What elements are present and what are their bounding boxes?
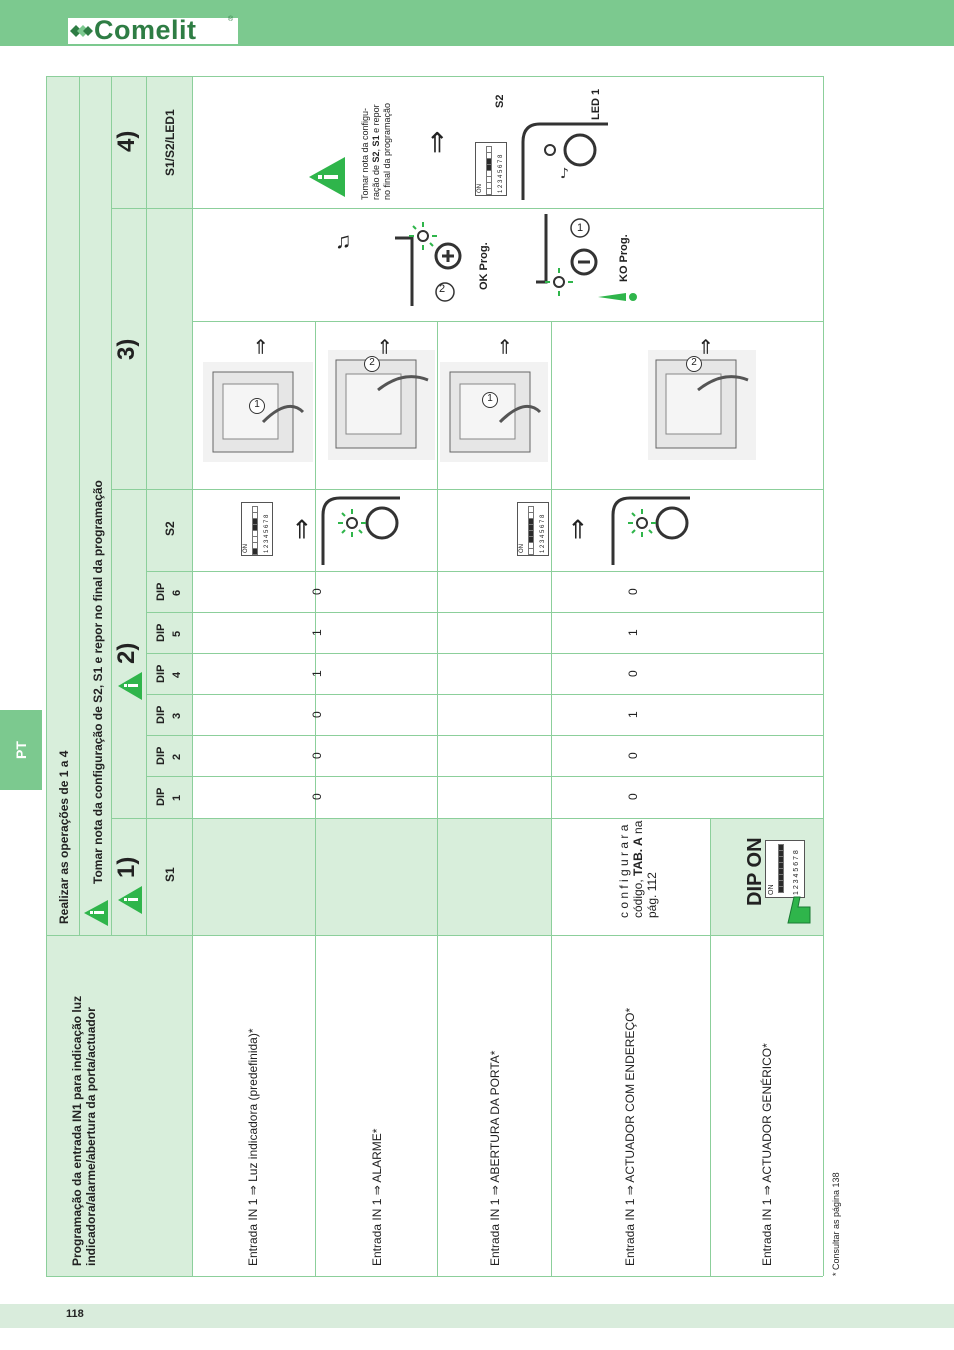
dip1-value-a: 0	[310, 793, 324, 800]
dip1-value-b: 0	[626, 793, 640, 800]
music-note-icon: ♫	[335, 228, 352, 253]
col-header-dip4: DIP	[155, 664, 167, 683]
press-button-1-photo: 1	[440, 362, 548, 462]
dip5-value-a: 1	[310, 629, 324, 636]
footnote: * Consultar as página 138	[831, 1172, 841, 1276]
dip5-value-b: 1	[626, 629, 640, 636]
dip6-value-b: 0	[626, 588, 640, 595]
col-header-dip2: DIP	[155, 746, 167, 765]
dip-on-label: DIP ON	[744, 837, 766, 906]
dip-switch-all-on: ON 1 2 3 4 5 6 7 8	[765, 840, 805, 898]
step-1-label: 1)	[113, 856, 140, 878]
logo-mark-icon	[70, 25, 93, 37]
config-text-line2: código, TAB. A na	[631, 820, 645, 918]
col-header-s1s2led1: S1/S2/LED1	[163, 109, 177, 176]
dip2-value-a: 0	[310, 752, 324, 759]
logo-text: Comelit	[94, 15, 197, 45]
ko-prog-diagram	[536, 214, 598, 296]
note-text: Tomar nota da configuração de S2, S1 e r…	[91, 480, 105, 884]
dip-switch-s2-a: ON 1 2 3 4 5 6 7 8	[241, 502, 273, 556]
ok-prog-diagram	[395, 222, 462, 306]
col-header-dip4-num: 4	[171, 671, 183, 678]
press-marker-2: 2	[686, 356, 702, 372]
col-header-dip5: DIP	[155, 623, 167, 642]
ko-step-marker: 1	[577, 222, 584, 234]
step-4-label: 4)	[113, 130, 140, 152]
col-header-s2: S2	[163, 521, 177, 536]
dip3-value-b: 1	[626, 711, 640, 718]
col-header-dip1-num: 1	[171, 794, 183, 801]
s1-shaded-cell	[192, 818, 551, 935]
ok-step-marker: 2	[439, 283, 446, 295]
config-text-line1: c o n f i g u r a r a	[617, 824, 631, 918]
registered-mark: ®	[228, 16, 234, 23]
config-text-line3: pág. 112	[645, 872, 659, 918]
dip-switch-s2-b: ON 1 2 3 4 5 6 7 8	[517, 502, 549, 556]
step4-note-line2: ração de S2, S1 e repor	[371, 104, 381, 200]
svg-text:♪: ♪	[560, 166, 569, 182]
col-header-s1: S1	[163, 867, 177, 882]
footer-bar	[0, 1304, 954, 1328]
dip3-value-a: 0	[310, 711, 324, 718]
instruction-text: Realizar as operações de 1 a 4	[57, 750, 71, 924]
row-label-generic-actuator: Entrada IN 1 ⇒ ACTUADOR GENÉRICO*	[760, 1043, 774, 1266]
press-button-1-photo: 1	[203, 362, 313, 462]
warning-icon	[84, 900, 108, 926]
press-button-2-photo: 2	[328, 350, 435, 460]
step4-note-line1: Tomar nota da configu-	[360, 107, 370, 200]
step-2-label: 2)	[113, 642, 140, 664]
col-header-dip5-num: 5	[171, 630, 183, 637]
press-button-2-photo: 2	[648, 350, 756, 460]
exclamation-icon	[598, 293, 637, 301]
col-header-dip1: DIP	[155, 787, 167, 806]
col-header-dip2-num: 2	[171, 753, 183, 760]
s2-led-diagram-b	[611, 496, 690, 565]
dip4-value-b: 0	[626, 670, 640, 677]
press-marker-1: 1	[249, 398, 265, 414]
ok-prog-label: OK Prog.	[478, 242, 490, 290]
row-label-alarm: Entrada IN 1 ⇒ ALARME*	[370, 1128, 384, 1266]
row-label-addressed-actuator: Entrada IN 1 ⇒ ACTUADOR COM ENDEREÇO*	[623, 1007, 637, 1266]
language-tab-label: PT	[13, 741, 29, 759]
warning-icon	[309, 157, 345, 197]
dip2-value-b: 0	[626, 752, 640, 759]
led1-label: LED 1	[590, 88, 602, 120]
language-tab: PT	[0, 710, 42, 790]
s1-led-diagram: ♪	[521, 122, 608, 200]
s2-led-diagram-a	[321, 496, 400, 565]
dip6-value-a: 0	[310, 588, 324, 595]
row-label-door-opening: Entrada IN 1 ⇒ ABERTURA DA PORTA*	[488, 1050, 502, 1266]
header-band	[46, 76, 192, 935]
col-header-dip6: DIP	[155, 582, 167, 601]
ko-prog-label: KO Prog.	[618, 234, 630, 282]
step-3-label: 3)	[113, 338, 140, 360]
warning-icon	[118, 886, 142, 914]
col-header-dip6-num: 6	[171, 589, 183, 596]
warning-icon	[118, 672, 142, 700]
step4-note-line3: no final da programação	[382, 102, 392, 200]
dip4-value-a: 1	[310, 670, 324, 677]
press-marker-1: 1	[482, 392, 498, 408]
col-header-dip3-num: 3	[171, 712, 183, 719]
table-title: Programação da entrada IN1 para indicaçã…	[70, 995, 84, 1266]
page-number: 118	[66, 1308, 84, 1320]
row-label-indicator-light: Entrada IN 1 ⇒ Luz indicadora (predefini…	[246, 1028, 260, 1266]
press-marker-2: 2	[364, 356, 380, 372]
title-cell	[46, 935, 192, 1276]
dip-switch-s2-step4: ON 1 2 3 4 5 6 7 8	[475, 142, 507, 196]
table-title-line2: indicadora/alarme/abertura da porta/actu…	[84, 1007, 98, 1266]
thumbs-up-icon	[787, 896, 811, 924]
s2-label: S2	[494, 94, 506, 108]
col-header-dip3: DIP	[155, 705, 167, 724]
comelit-logo: Comelit ®	[68, 15, 238, 45]
